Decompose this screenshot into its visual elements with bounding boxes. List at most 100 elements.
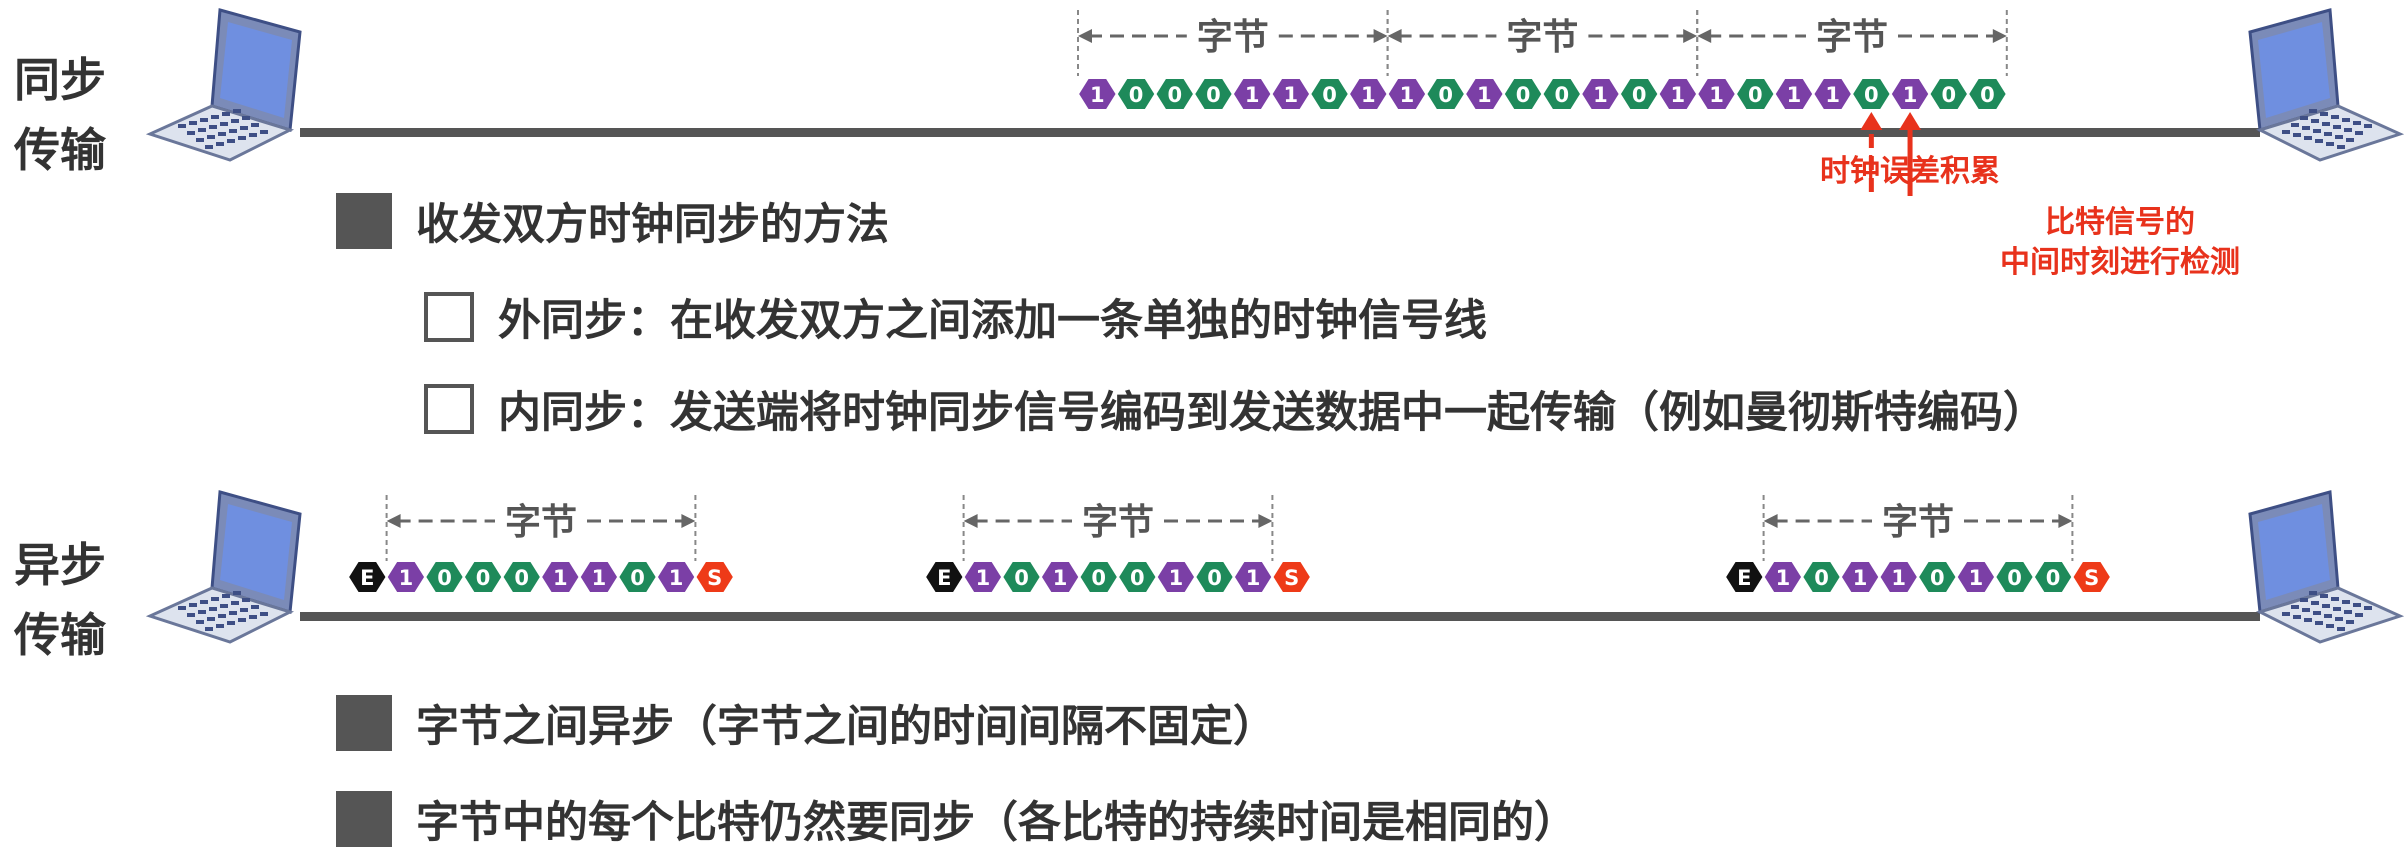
- sampling-line2: 中间时刻进行检测: [2000, 245, 2240, 280]
- sync-bit: 1: [1657, 77, 1699, 111]
- svg-text:0: 0: [1167, 83, 1182, 107]
- svg-text:0: 0: [1930, 566, 1945, 590]
- svg-text:0: 0: [1814, 566, 1829, 590]
- sync-bit: 0: [1115, 77, 1157, 111]
- svg-text:S: S: [1284, 566, 1299, 590]
- clock-drift-arrow: [1860, 112, 1883, 192]
- byte-span-bracket: 字节: [1386, 10, 1699, 76]
- sync-bit: 0: [1309, 77, 1351, 111]
- stop-bit: S: [2071, 560, 2113, 594]
- sync-label-line2: 传输: [14, 123, 106, 177]
- sync-bit: 0: [1502, 77, 1544, 111]
- svg-text:1: 1: [1825, 83, 1840, 107]
- sync-bit: 0: [1192, 77, 1234, 111]
- svg-text:1: 1: [1090, 83, 1105, 107]
- svg-text:0: 0: [1554, 83, 1569, 107]
- async-transfer-label: 异步 传输: [0, 530, 120, 670]
- sync-bit: 0: [1425, 77, 1467, 111]
- svg-text:0: 0: [630, 566, 645, 590]
- async-bit: 0: [462, 560, 504, 594]
- async-bit: 1: [539, 560, 581, 594]
- start-bit: E: [346, 560, 388, 594]
- sync-bit: 1: [1579, 77, 1621, 111]
- svg-text:0: 0: [1632, 83, 1647, 107]
- svg-text:0: 0: [476, 566, 491, 590]
- start-bit: E: [1723, 560, 1765, 594]
- async-bit: 1: [578, 560, 620, 594]
- async-bit: 0: [1194, 560, 1235, 594]
- svg-text:0: 0: [1322, 83, 1337, 107]
- async-bit: 0: [2032, 560, 2074, 594]
- sync-methods-heading-text: 收发双方时钟同步的方法: [416, 200, 889, 250]
- sync-bit: 1: [1812, 77, 1854, 111]
- svg-text:0: 0: [1130, 566, 1145, 590]
- svg-text:0: 0: [1438, 83, 1453, 107]
- async-bit: 1: [1762, 560, 1804, 594]
- svg-text:0: 0: [1129, 83, 1144, 107]
- sync-bit: 0: [1541, 77, 1583, 111]
- svg-text:1: 1: [592, 566, 607, 590]
- async-note-2: 字节中的每个比特仍然要同步（各比特的持续时间是相同的）: [336, 788, 1577, 850]
- svg-text:0: 0: [2007, 566, 2022, 590]
- sync-bit: 1: [1076, 77, 1118, 111]
- empty-square-icon: [424, 384, 474, 434]
- svg-text:1: 1: [1787, 83, 1802, 107]
- byte-span-bracket: 字节: [1696, 10, 2008, 76]
- svg-text:1: 1: [1671, 83, 1686, 107]
- async-bit: 1: [1839, 560, 1881, 594]
- async-bit: 1: [1232, 560, 1274, 594]
- empty-square-icon: [424, 292, 474, 342]
- byte-label: 字节: [1082, 502, 1154, 543]
- async-bit: 1: [655, 560, 697, 594]
- async-bit: 0: [1994, 560, 2035, 594]
- svg-text:1: 1: [1969, 566, 1984, 590]
- svg-text:0: 0: [1516, 83, 1531, 107]
- svg-text:0: 0: [437, 566, 452, 590]
- async-transmission-line: [300, 612, 2260, 621]
- svg-text:1: 1: [1593, 83, 1608, 107]
- svg-text:1: 1: [1903, 83, 1918, 107]
- byte-label: 字节: [1882, 502, 1954, 543]
- sync-bit: 1: [1773, 77, 1815, 111]
- sync-bit: 1: [1231, 77, 1273, 111]
- svg-text:0: 0: [1014, 566, 1029, 590]
- byte-label: 字节: [1197, 17, 1269, 58]
- byte-span-bracket: 字节: [1762, 495, 2074, 561]
- laptop-icon: [145, 8, 302, 162]
- async-bit: 0: [1078, 560, 1120, 594]
- sync-bit: 1: [1889, 77, 1931, 111]
- svg-text:1: 1: [1709, 83, 1724, 107]
- sync-bit: 1: [1696, 77, 1738, 111]
- async-bit: 1: [1039, 560, 1081, 594]
- svg-text:0: 0: [1091, 566, 1106, 590]
- async-label-line2: 传输: [14, 608, 106, 662]
- svg-text:1: 1: [976, 566, 991, 590]
- filled-square-icon: [336, 193, 392, 249]
- svg-text:1: 1: [553, 566, 568, 590]
- laptop-icon: [145, 490, 302, 644]
- async-bit: 0: [1001, 560, 1042, 594]
- async-bit: 0: [501, 560, 543, 594]
- async-note-1-text: 字节之间异步（字节之间的时间间隔不固定）: [416, 702, 1276, 752]
- byte-span-bracket: 字节: [385, 495, 697, 561]
- async-bit: 0: [424, 560, 465, 594]
- svg-text:0: 0: [1864, 83, 1879, 107]
- sync-bit: 1: [1386, 77, 1428, 111]
- async-bit: 1: [1878, 560, 1920, 594]
- sync-bit: 1: [1463, 77, 1505, 111]
- async-note-2-text: 字节中的每个比特仍然要同步（各比特的持续时间是相同的）: [416, 798, 1577, 848]
- svg-text:1: 1: [1361, 83, 1376, 107]
- svg-text:S: S: [2084, 566, 2099, 590]
- sampling-line1: 比特信号的: [2045, 205, 2195, 240]
- sync-bit: 0: [1734, 77, 1776, 111]
- svg-text:1: 1: [1776, 566, 1791, 590]
- svg-text:S: S: [707, 566, 722, 590]
- sync-methods-heading: 收发双方时钟同步的方法: [336, 190, 889, 252]
- async-note-1: 字节之间异步（字节之间的时间间隔不固定）: [336, 692, 1276, 754]
- sync-bit: 0: [1618, 77, 1660, 111]
- byte-label: 字节: [1816, 17, 1888, 58]
- svg-text:1: 1: [399, 566, 414, 590]
- svg-text:0: 0: [1207, 566, 1222, 590]
- sync-bit: 0: [1850, 77, 1892, 111]
